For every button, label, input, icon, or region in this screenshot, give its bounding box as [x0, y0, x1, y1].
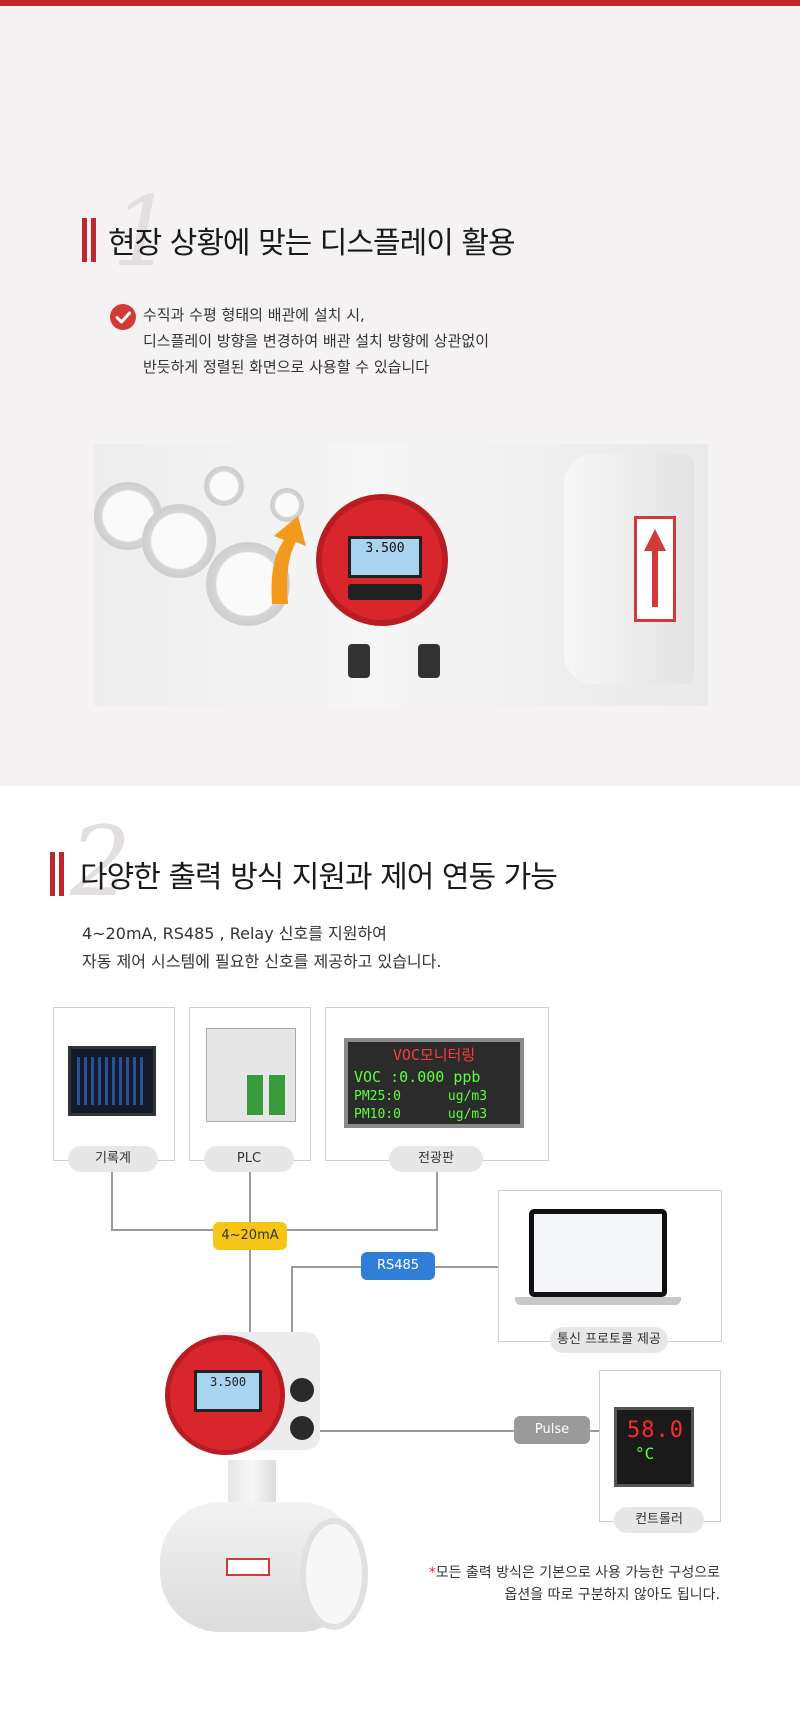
device-box-recorder	[53, 1007, 175, 1161]
keypad	[348, 584, 422, 600]
controller-value: 58.0	[627, 1418, 684, 1443]
connection-line	[249, 1172, 251, 1332]
connection-line	[111, 1172, 113, 1230]
valve-wheel-image	[204, 466, 244, 506]
recorder-image	[68, 1046, 156, 1116]
connection-line	[291, 1266, 293, 1332]
meter-lcd-value: 3.500	[209, 1375, 247, 1389]
description-line: 자동 제어 시스템에 필요한 신호를 제공하고 있습니다.	[82, 952, 442, 971]
flowmeter-image: 3.500	[170, 1330, 320, 1460]
laptop-base	[515, 1297, 681, 1305]
transmitter-display-image: 3.500	[322, 500, 442, 620]
pressure-gauge-image	[142, 504, 216, 578]
footnote-line: 옵션을 따로 구분하지 않아도 됩니다.	[504, 1587, 720, 1603]
top-accent-bar	[0, 0, 800, 6]
led-sign-line: VOC모니터링	[392, 1046, 476, 1064]
led-sign-image: VOC모니터링 VOC :0.000 ppb PM25:0 ug/m3 PM10…	[344, 1038, 524, 1128]
led-sign-line: VOC :0.000 ppb	[354, 1068, 481, 1086]
section-heading: 현장 상황에 맞는 디스플레이 활용	[108, 226, 516, 261]
device-box-controller: 58.0 °C	[599, 1370, 721, 1522]
section-number: 2	[70, 806, 132, 918]
section-display-usage: 1 현장 상황에 맞는 디스플레이 활용 수직과 수평 형태의 배관에 설치 시…	[0, 6, 800, 786]
rotate-arrow-icon	[271, 516, 306, 604]
heading-accent-bar	[50, 852, 64, 896]
lcd-screen: 3.500	[348, 536, 422, 578]
valve-wheel-image	[270, 488, 304, 522]
device-label-controller: 컨트롤러	[614, 1507, 704, 1533]
cable-gland	[348, 644, 370, 678]
footnote-line: 모든 출력 방식은 기본으로 사용 가능한 구성으로	[435, 1565, 720, 1581]
device-label-recorder: 기록계	[68, 1146, 158, 1172]
device-label-plc: PLC	[204, 1146, 294, 1172]
footnote-star: *	[428, 1565, 436, 1581]
footnote: *모든 출력 방식은 기본으로 사용 가능한 구성으로 옵션을 따로 구분하지 …	[429, 1562, 720, 1606]
signal-tag-4-20ma: 4~20mA	[213, 1222, 287, 1250]
flow-direction-label	[634, 516, 676, 622]
laptop-image	[529, 1209, 667, 1297]
device-label-sign: 전광판	[389, 1146, 483, 1172]
section-description: 4~20mA, RS485 , Relay 신호를 지원하여 자동 제어 시스템…	[82, 920, 441, 976]
device-box-plc	[189, 1007, 311, 1161]
signal-tag-pulse: Pulse	[514, 1416, 590, 1444]
section-heading: 다양한 출력 방식 지원과 제어 연동 가능	[80, 860, 558, 895]
product-installation-photo: 3.500	[94, 444, 708, 706]
connection-line	[318, 1430, 600, 1432]
plc-image	[206, 1028, 296, 1122]
check-icon	[110, 304, 136, 330]
description-line: 반듯하게 정렬된 화면으로 사용할 수 있습니다	[143, 358, 430, 376]
cable-gland	[418, 644, 440, 678]
section-description: 수직과 수평 형태의 배관에 설치 시, 디스플레이 방향을 변경하여 배관 설…	[143, 302, 489, 380]
heading-accent-bar	[82, 218, 96, 262]
section-number: 1	[112, 176, 174, 288]
lcd-value: 3.500	[365, 541, 405, 556]
description-line: 디스플레이 방향을 변경하여 배관 설치 방향에 상관없이	[143, 332, 490, 350]
led-sign-line: PM10:0 ug/m3	[354, 1107, 488, 1122]
description-line: 4~20mA, RS485 , Relay 신호를 지원하여	[82, 924, 387, 943]
flowmeter-body	[160, 1502, 368, 1632]
device-box-protocol	[498, 1190, 722, 1342]
device-label-protocol: 통신 프로토콜 제공	[550, 1327, 668, 1353]
led-sign-line: PM25:0 ug/m3	[354, 1089, 488, 1104]
description-line: 수직과 수평 형태의 배관에 설치 시,	[143, 306, 365, 324]
signal-tag-rs485: RS485	[361, 1252, 435, 1280]
controller-unit: °C	[635, 1444, 655, 1463]
device-box-sign: VOC모니터링 VOC :0.000 ppb PM25:0 ug/m3 PM10…	[325, 1007, 549, 1161]
controller-image: 58.0 °C	[614, 1407, 694, 1487]
connection-line	[436, 1172, 438, 1230]
